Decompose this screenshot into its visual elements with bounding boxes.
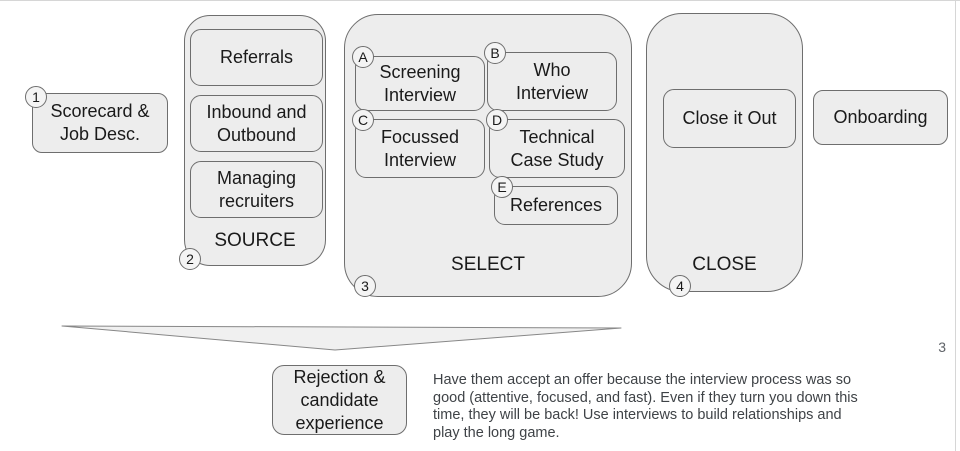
scorecard-job-desc-box: 1 Scorecard & Job Desc. <box>25 86 168 153</box>
close-it-out-box: Close it Out <box>663 89 796 148</box>
focussed-interview-label: Focussed Interview <box>380 126 460 170</box>
right-divider-line <box>955 0 956 451</box>
offer-note-text: Have them accept an offer because the in… <box>433 372 858 441</box>
references-label: References <box>509 195 603 215</box>
item-d-badge: D <box>486 109 508 131</box>
item-e-badge: E <box>491 176 513 198</box>
step-2-badge: 2 <box>179 248 201 270</box>
references-box: E References <box>491 176 618 225</box>
source-group: Referrals Inbound and Outbound Managing … <box>179 15 326 270</box>
item-b-badge: B <box>484 42 506 64</box>
item-c-badge: C <box>352 109 374 131</box>
select-group-title: SELECT <box>451 254 525 275</box>
inbound-outbound-box: Inbound and Outbound <box>190 95 323 152</box>
focussed-interview-box: C Focussed Interview <box>352 109 485 178</box>
technical-case-study-box: D Technical Case Study <box>486 109 625 178</box>
who-interview-box: B Who Interview <box>484 42 617 111</box>
source-group-title: SOURCE <box>214 230 296 251</box>
close-it-out-label: Close it Out <box>682 108 777 128</box>
managing-recruiters-label: Managing recruiters <box>216 167 297 211</box>
select-group: A Screening Interview B Who Interview C … <box>344 14 632 297</box>
who-interview-label: Who Interview <box>515 59 589 103</box>
close-group-title: CLOSE <box>692 254 757 275</box>
managing-recruiters-box: Managing recruiters <box>190 161 323 218</box>
close-group: Close it Out CLOSE 4 <box>646 13 803 297</box>
scorecard-job-desc-label: Scorecard & Job Desc. <box>50 101 150 144</box>
item-a-badge: A <box>352 46 374 68</box>
rejection-candidate-experience-box: Rejection & candidate experience <box>272 365 407 435</box>
screening-interview-box: A Screening Interview <box>352 46 485 111</box>
rejection-candidate-experience-label: Rejection & candidate experience <box>293 366 386 433</box>
inbound-outbound-label: Inbound and Outbound <box>206 101 307 145</box>
screening-interview-label: Screening Interview <box>379 61 461 105</box>
referrals-box: Referrals <box>190 29 323 86</box>
page-number: 3 <box>938 339 946 355</box>
step-1-badge: 1 <box>25 86 47 108</box>
top-divider-line <box>0 0 960 1</box>
technical-case-study-label: Technical Case Study <box>510 126 604 170</box>
referrals-label: Referrals <box>219 47 294 67</box>
onboarding-box: Onboarding <box>813 90 948 145</box>
onboarding-label: Onboarding <box>833 107 928 127</box>
step-3-badge: 3 <box>354 275 376 297</box>
step-4-badge: 4 <box>669 275 691 297</box>
